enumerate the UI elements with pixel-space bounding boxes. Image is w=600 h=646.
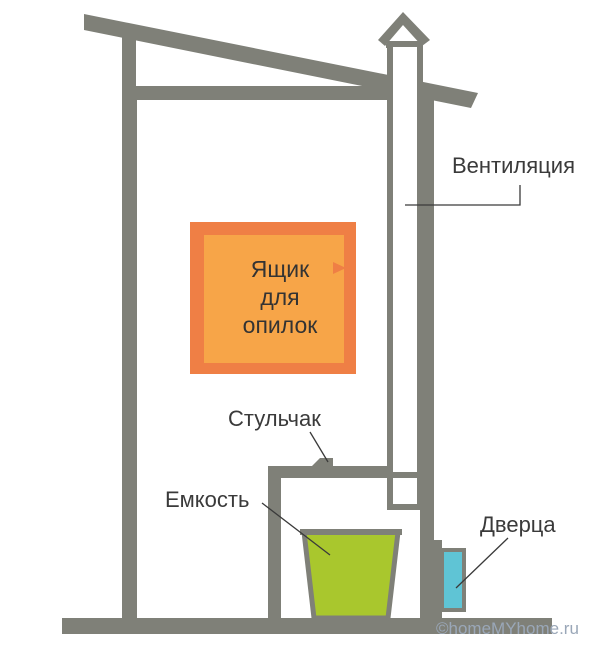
leader-lines: [261, 185, 521, 589]
seat-left-wall: [268, 466, 281, 626]
sawdust-box: [190, 222, 356, 374]
right-wall: [420, 92, 434, 632]
door-window: [440, 548, 466, 612]
container-label: Емкость: [165, 487, 250, 512]
ceiling-beam: [122, 86, 434, 100]
vent-pipe: [386, 41, 423, 510]
floor: [62, 618, 552, 634]
seat-top: [268, 458, 420, 478]
door-leader: [455, 537, 509, 589]
sawdust-box-label: Ящик для опилок: [205, 255, 355, 339]
bucket: [300, 529, 402, 621]
container-leader: [261, 502, 331, 556]
ventilation-label: Вентиляция: [452, 153, 575, 178]
seat-label: Стульчак: [228, 406, 321, 431]
seat-leader: [309, 431, 329, 463]
sawdust-box-label-line1: Ящик: [250, 256, 310, 282]
left-wall: [122, 86, 137, 632]
sawdust-box-label-line2: для: [260, 284, 300, 310]
outhouse-structure: [62, 12, 552, 634]
door-frame: [420, 540, 442, 632]
door-label: Дверца: [480, 512, 556, 537]
left-post-top: [122, 28, 136, 98]
vent-cap: [378, 12, 430, 46]
sawdust-box-label-line3: опилок: [242, 312, 318, 338]
ventilation-leader: [405, 185, 521, 206]
watermark: ©homeMYhome.ru: [436, 619, 579, 638]
roof: [84, 14, 478, 108]
